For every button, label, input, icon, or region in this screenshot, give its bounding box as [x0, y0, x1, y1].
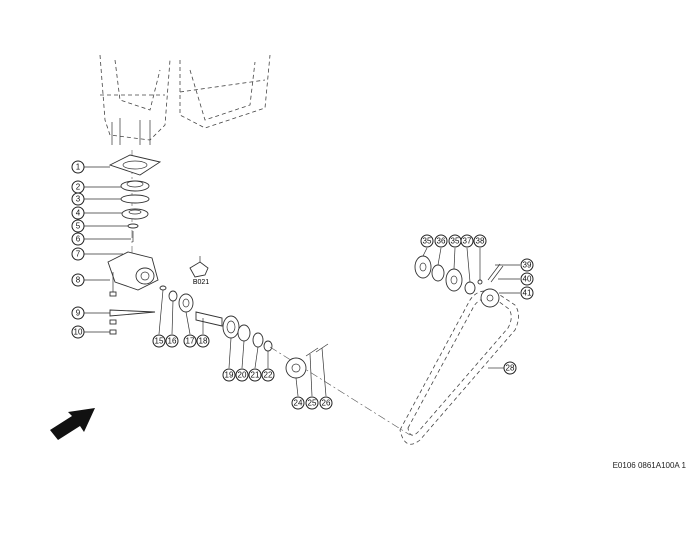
svg-text:35: 35	[423, 237, 432, 246]
callout: 35	[420, 234, 434, 248]
svg-text:18: 18	[199, 337, 208, 346]
svg-text:17: 17	[186, 337, 195, 346]
part-idler-group	[414, 255, 483, 295]
direction-arrow-icon	[50, 408, 95, 440]
svg-text:19: 19	[225, 371, 234, 380]
callout: 5	[71, 219, 85, 233]
part-bolts	[109, 272, 117, 335]
svg-text:1: 1	[76, 163, 81, 172]
callout: 25	[305, 396, 319, 410]
svg-text:16: 16	[168, 337, 177, 346]
svg-text:22: 22	[264, 371, 273, 380]
svg-text:41: 41	[523, 289, 532, 298]
part-pin-25	[305, 347, 319, 357]
diagram-code: E0106 0861A100A 1	[612, 461, 686, 470]
svg-text:2: 2	[76, 183, 81, 192]
part-bevel-gear	[121, 208, 149, 220]
machine-frame-outline	[99, 54, 271, 145]
svg-text:39: 39	[523, 261, 532, 270]
callout: 16	[165, 334, 179, 348]
callout: 24	[291, 396, 305, 410]
svg-text:36: 36	[437, 237, 446, 246]
callout: 8	[71, 273, 85, 287]
svg-text:10: 10	[74, 328, 83, 337]
leader-lines	[84, 166, 520, 397]
callout: 26	[319, 396, 333, 410]
callout: 39	[520, 258, 534, 272]
callout: 37	[460, 234, 474, 248]
part-flange	[108, 154, 162, 176]
svg-text:35: 35	[451, 237, 460, 246]
svg-text:28: 28	[506, 364, 515, 373]
svg-text:6: 6	[76, 235, 81, 244]
callout: 2	[71, 180, 85, 194]
callout: 19	[222, 368, 236, 382]
svg-text:40: 40	[523, 275, 532, 284]
callout: 22	[261, 368, 275, 382]
callout: 9	[71, 306, 85, 320]
callout: 6	[71, 232, 85, 246]
callout: 40	[520, 272, 534, 286]
part-drive-sprocket	[285, 357, 307, 379]
callout: 20	[235, 368, 249, 382]
part-washer	[127, 223, 139, 229]
svg-text:9: 9	[76, 309, 81, 318]
subassembly-b021-icon	[189, 256, 209, 278]
callout: 36	[434, 234, 448, 248]
callout: 17	[183, 334, 197, 348]
svg-text:15: 15	[155, 337, 164, 346]
callout: 18	[196, 334, 210, 348]
svg-text:26: 26	[322, 399, 331, 408]
part-bearing	[120, 180, 150, 192]
svg-text:25: 25	[308, 399, 317, 408]
svg-text:38: 38	[476, 237, 485, 246]
part-bolt-39	[487, 263, 501, 281]
svg-text:8: 8	[76, 276, 81, 285]
part-drive-chain	[399, 290, 519, 445]
svg-text:7: 7	[76, 250, 81, 259]
part-ring	[120, 194, 150, 204]
svg-text:21: 21	[251, 371, 260, 380]
svg-text:5: 5	[76, 222, 81, 231]
callout: 21	[248, 368, 262, 382]
callout: 15	[152, 334, 166, 348]
svg-text:4: 4	[76, 209, 81, 218]
callout: 1	[71, 160, 85, 174]
callout: 4	[71, 206, 85, 220]
callout: 10	[71, 325, 85, 339]
part-idler-sprocket	[480, 288, 500, 308]
part-gearbox-housing	[107, 251, 159, 291]
callout: 7	[71, 247, 85, 261]
callout: 28	[503, 361, 517, 375]
subassembly-label: B021	[193, 279, 209, 286]
svg-text:24: 24	[294, 399, 303, 408]
callout: 38	[473, 234, 487, 248]
callout: 3	[71, 192, 85, 206]
svg-text:37: 37	[463, 237, 472, 246]
svg-text:20: 20	[238, 371, 247, 380]
part-shaft-group	[159, 285, 273, 352]
part-shear-bolt	[109, 309, 156, 317]
callout: 35	[448, 234, 462, 248]
callout: 41	[520, 286, 534, 300]
part-bolt-40	[490, 265, 504, 283]
svg-text:3: 3	[76, 195, 81, 204]
